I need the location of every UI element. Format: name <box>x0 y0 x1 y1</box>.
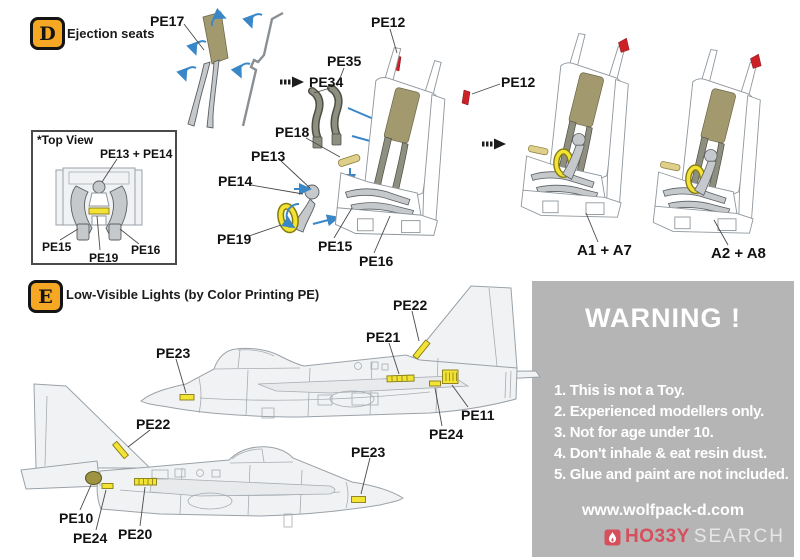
warning-panel: WARNING ! 1. This is not a Toy. 2. Exper… <box>532 281 794 557</box>
logo-text-hobby: HO33Y <box>625 526 690 547</box>
step-arrow-1 <box>280 76 304 88</box>
label-pe16: PE16 <box>359 253 394 269</box>
section-d-title: Ejection seats <box>67 26 155 41</box>
pe23-light-bottom <box>351 496 366 503</box>
warning-item: 1. This is not a Toy. <box>554 382 685 399</box>
label-pe12-right: PE12 <box>501 74 536 90</box>
flame-icon <box>604 529 621 545</box>
warning-item: 5. Glue and paint are not included. <box>554 466 789 483</box>
website-url: www.wolfpack-d.com <box>581 502 745 519</box>
pe21-light <box>386 374 415 383</box>
step-arrow-2 <box>482 138 506 150</box>
pe13-pe14-lever-part <box>292 184 320 233</box>
section-e-title: Low-Visible Lights (by Color Printing PE… <box>66 287 320 302</box>
pe11-light <box>442 369 459 384</box>
aircraft-top-profile <box>140 285 541 419</box>
label-bottom-pe10: PE10 <box>59 510 94 526</box>
label-pe14: PE14 <box>218 173 253 189</box>
label-pe17: PE17 <box>150 13 185 29</box>
pe10-light <box>85 471 102 485</box>
label-bottom-pe24: PE24 <box>73 530 108 546</box>
pe24-light-bottom <box>101 483 114 489</box>
pe19-loop-part <box>277 202 299 234</box>
rotate-arrows <box>176 7 263 82</box>
logo-text-search: SEARCH <box>693 526 785 547</box>
label-pe35: PE35 <box>327 53 362 69</box>
seat-a2-a8 <box>652 49 761 234</box>
warning-item: 2. Experienced modellers only. <box>554 403 764 420</box>
pe22-light-top <box>412 339 431 360</box>
pe24-light-top <box>429 380 441 387</box>
label-pe34: PE34 <box>309 74 344 90</box>
pe23-light-top <box>179 394 195 401</box>
hobby-search-logo: HO33Y SEARCH <box>604 526 785 548</box>
label-pe12-top: PE12 <box>371 14 406 30</box>
pe12-red-part-right <box>461 89 471 106</box>
section-d-badge: D <box>30 17 65 50</box>
label-top-pe22: PE22 <box>393 297 428 313</box>
pe18-strip-part <box>337 154 361 167</box>
label-top-pe23: PE23 <box>156 345 191 361</box>
aircraft-bottom-profile <box>20 383 404 528</box>
assembly-arrows <box>281 107 410 229</box>
label-pe15: PE15 <box>318 238 353 254</box>
pe35-strap-part <box>327 84 343 146</box>
pe17-handle-part <box>187 11 229 129</box>
label-top-pe21: PE21 <box>366 329 401 345</box>
rod-part <box>241 11 284 127</box>
label-bottom-pe20: PE20 <box>118 526 153 542</box>
label-a1-a7: A1 + A7 <box>577 242 632 259</box>
label-top-pe11: PE11 <box>461 407 495 423</box>
label-pe19: PE19 <box>217 231 252 247</box>
label-top-pe24: PE24 <box>429 426 464 442</box>
warning-title: WARNING ! <box>585 303 741 333</box>
pe20-light <box>134 478 157 486</box>
label-pe18: PE18 <box>275 124 310 140</box>
label-bottom-pe22: PE22 <box>136 416 171 432</box>
label-pe13: PE13 <box>251 148 286 164</box>
warning-item: 3. Not for age under 10. <box>554 424 714 441</box>
label-a2-a8: A2 + A8 <box>711 245 766 262</box>
section-e-badge: E <box>28 280 63 313</box>
e-leader-lines <box>79 310 469 531</box>
top-view-box <box>31 130 177 265</box>
label-bottom-pe23: PE23 <box>351 444 386 460</box>
warning-list: 1. This is not a Toy. 2. Experienced mod… <box>554 380 789 485</box>
d-leader-lines <box>183 23 729 254</box>
pe12-red-part-top <box>392 54 402 72</box>
seat-a1-a7 <box>520 33 629 218</box>
pe22-light-bottom <box>111 440 130 460</box>
pe34-strap-part <box>308 87 324 149</box>
warning-item: 4. Don't inhale & eat resin dust. <box>554 445 767 462</box>
main-ejection-seat <box>334 47 446 236</box>
